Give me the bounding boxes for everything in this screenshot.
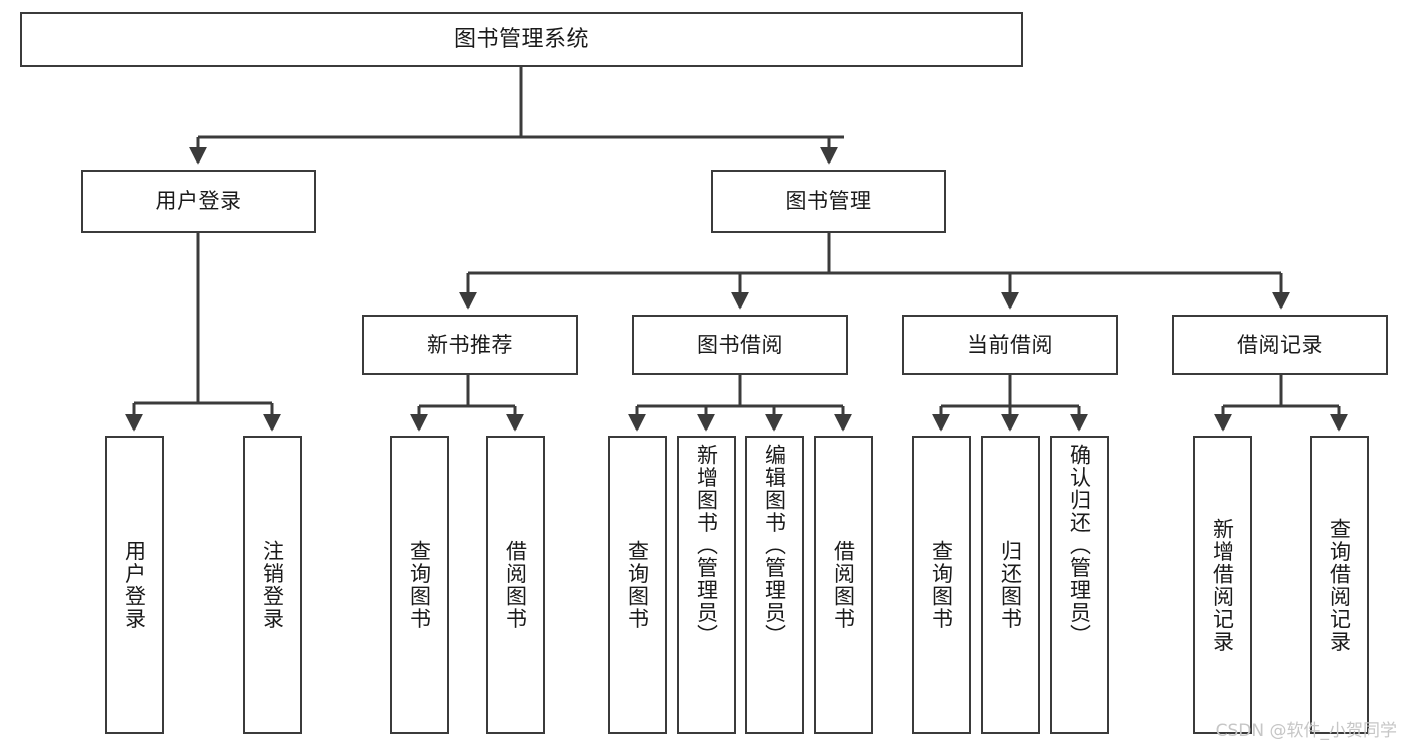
node-borrow-record[interactable]: 借阅记录 (1172, 315, 1388, 375)
leaf-new-book-query-book[interactable]: 查询图书 (390, 436, 449, 734)
node-label: 注销登录 (260, 540, 285, 630)
node-label: 图书管理系统 (453, 26, 589, 52)
node-label: 借阅图书 (503, 540, 528, 630)
leaf-borrow-record-add-record[interactable]: 新增借阅记录 (1193, 436, 1252, 734)
node-label: 编辑图书（管理员） (762, 444, 787, 647)
leaf-book-borrow-query-book[interactable]: 查询图书 (608, 436, 667, 734)
leaf-book-borrow-edit-book-admin[interactable]: 编辑图书（管理员） (745, 436, 804, 734)
leaf-book-borrow-add-book-admin[interactable]: 新增图书（管理员） (677, 436, 736, 734)
leaf-current-borrow-query-book[interactable]: 查询图书 (912, 436, 971, 734)
leaf-current-borrow-return-book[interactable]: 归还图书 (981, 436, 1040, 734)
node-label: 用户登录 (122, 540, 147, 630)
node-new-book-recommend[interactable]: 新书推荐 (362, 315, 578, 375)
node-label: 借阅记录 (1237, 332, 1323, 357)
node-label: 图书借阅 (697, 332, 783, 357)
leaf-new-book-borrow-book[interactable]: 借阅图书 (486, 436, 545, 734)
node-label: 确认归还（管理员） (1067, 444, 1092, 647)
node-label: 图书管理 (785, 189, 872, 214)
node-current-borrow[interactable]: 当前借阅 (902, 315, 1118, 375)
leaf-current-borrow-confirm-return-admin[interactable]: 确认归还（管理员） (1050, 436, 1109, 734)
node-label: 查询图书 (625, 540, 650, 630)
node-label: 新增图书（管理员） (694, 444, 719, 647)
node-book-management[interactable]: 图书管理 (711, 170, 946, 233)
node-label: 归还图书 (998, 540, 1023, 630)
leaf-user-login-logout[interactable]: 注销登录 (243, 436, 302, 734)
node-user-login[interactable]: 用户登录 (81, 170, 316, 233)
node-root-book-management-system[interactable]: 图书管理系统 (20, 12, 1023, 67)
node-label: 当前借阅 (967, 332, 1053, 357)
node-label: 新增借阅记录 (1210, 517, 1235, 653)
node-label: 查询图书 (929, 540, 954, 630)
node-label: 借阅图书 (831, 540, 856, 630)
node-label: 查询借阅记录 (1327, 517, 1352, 653)
node-label: 查询图书 (407, 540, 432, 630)
node-label: 用户登录 (155, 189, 242, 214)
leaf-book-borrow-borrow-book[interactable]: 借阅图书 (814, 436, 873, 734)
node-book-borrow[interactable]: 图书借阅 (632, 315, 848, 375)
leaf-user-login-login[interactable]: 用户登录 (105, 436, 164, 734)
leaf-borrow-record-query-record[interactable]: 查询借阅记录 (1310, 436, 1369, 734)
csdn-watermark: CSDN @软件_小贺同学 (1215, 721, 1397, 741)
node-label: 新书推荐 (427, 332, 513, 357)
